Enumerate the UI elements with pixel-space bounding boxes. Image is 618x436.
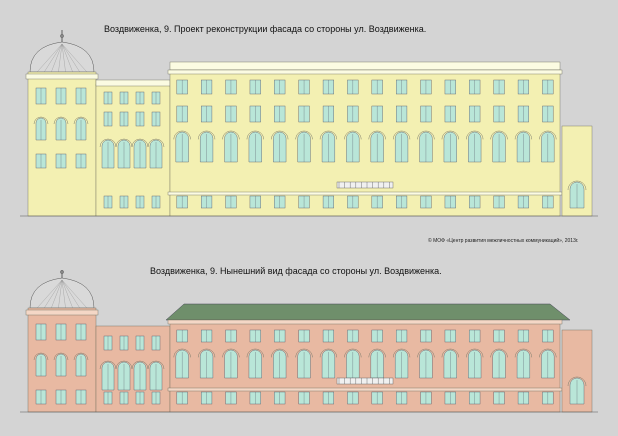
main-cornice <box>167 69 563 75</box>
dome-rib <box>61 279 66 309</box>
dome-rib <box>58 279 63 309</box>
window-archivolt <box>344 130 362 140</box>
window-archivolt <box>539 348 557 358</box>
dome-rib <box>61 279 73 309</box>
window-archivolt <box>73 352 89 361</box>
dome-rib <box>61 43 66 73</box>
ground-floor-belt <box>167 387 563 392</box>
window-archivolt <box>246 348 264 358</box>
window-archivolt <box>131 138 149 148</box>
wing-attic <box>95 79 171 87</box>
caption-current: Воздвиженка, 9. Нынешний вид фасада со с… <box>150 266 442 276</box>
window-archivolt <box>147 138 165 148</box>
window-archivolt <box>567 180 587 191</box>
dome-rib <box>61 43 88 73</box>
window-archivolt <box>514 348 533 358</box>
window-archivolt <box>173 130 191 140</box>
window-archivolt <box>197 130 216 140</box>
spire-orb <box>60 34 64 38</box>
window-archivolt <box>271 348 289 358</box>
window-archivolt <box>73 116 89 125</box>
window-archivolt <box>319 130 338 140</box>
spire-orb <box>60 270 64 274</box>
dome <box>29 277 95 309</box>
window-archivolt <box>368 130 386 140</box>
window-archivolt <box>539 130 557 140</box>
central-balcony <box>336 377 394 385</box>
window-archivolt <box>368 348 386 358</box>
window-archivolt <box>173 348 191 358</box>
window-archivolt <box>392 348 411 358</box>
window-archivolt <box>147 360 165 370</box>
dome-rib <box>44 279 63 309</box>
window-archivolt <box>53 116 69 125</box>
window-archivolt <box>246 130 264 140</box>
dome-rib <box>51 279 63 309</box>
window-archivolt <box>514 130 533 140</box>
green-roof <box>165 303 571 321</box>
tower-cornice <box>25 73 99 80</box>
window-archivolt <box>441 348 459 358</box>
dome-rib <box>36 43 63 73</box>
dome-rib <box>36 279 63 309</box>
central-balcony <box>336 181 394 189</box>
window-archivolt <box>567 376 587 387</box>
window-archivolt <box>466 348 484 358</box>
window-archivolt <box>33 352 49 361</box>
window-archivolt <box>319 348 338 358</box>
caption-project: Воздвиженка, 9. Проект реконструкции фас… <box>104 24 427 34</box>
window-archivolt <box>99 360 117 370</box>
main-cornice <box>167 319 563 325</box>
dome-rib <box>61 43 80 73</box>
window-archivolt <box>115 138 133 148</box>
window-archivolt <box>295 130 313 140</box>
window-archivolt <box>490 348 508 358</box>
window-archivolt <box>490 130 508 140</box>
dome-rib <box>61 279 88 309</box>
facade-project-drawing <box>20 30 598 217</box>
tower-cornice <box>25 309 99 316</box>
dome-rib <box>44 43 63 73</box>
dome-rib <box>51 43 63 73</box>
window-archivolt <box>131 360 149 370</box>
copyright-note: © МОФ «Центр развития межличностных комм… <box>428 238 579 244</box>
window-archivolt <box>115 360 133 370</box>
window-archivolt <box>197 348 216 358</box>
window-archivolt <box>222 130 240 140</box>
window-archivolt <box>222 348 240 358</box>
window-archivolt <box>344 348 362 358</box>
window-archivolt <box>392 130 411 140</box>
window-archivolt <box>295 348 313 358</box>
dome-rib <box>61 279 80 309</box>
dome <box>29 41 95 73</box>
window-archivolt <box>441 130 459 140</box>
window-archivolt <box>417 348 435 358</box>
window-archivolt <box>99 138 117 148</box>
window-archivolt <box>53 352 69 361</box>
dome-rib <box>58 43 63 73</box>
window-archivolt <box>271 130 289 140</box>
ground-floor-belt <box>167 191 563 196</box>
main-attic <box>169 61 561 71</box>
dome-rib <box>61 43 73 73</box>
window-archivolt <box>33 116 49 125</box>
window-archivolt <box>417 130 435 140</box>
window-archivolt <box>466 130 484 140</box>
facade-current-drawing <box>20 270 598 413</box>
